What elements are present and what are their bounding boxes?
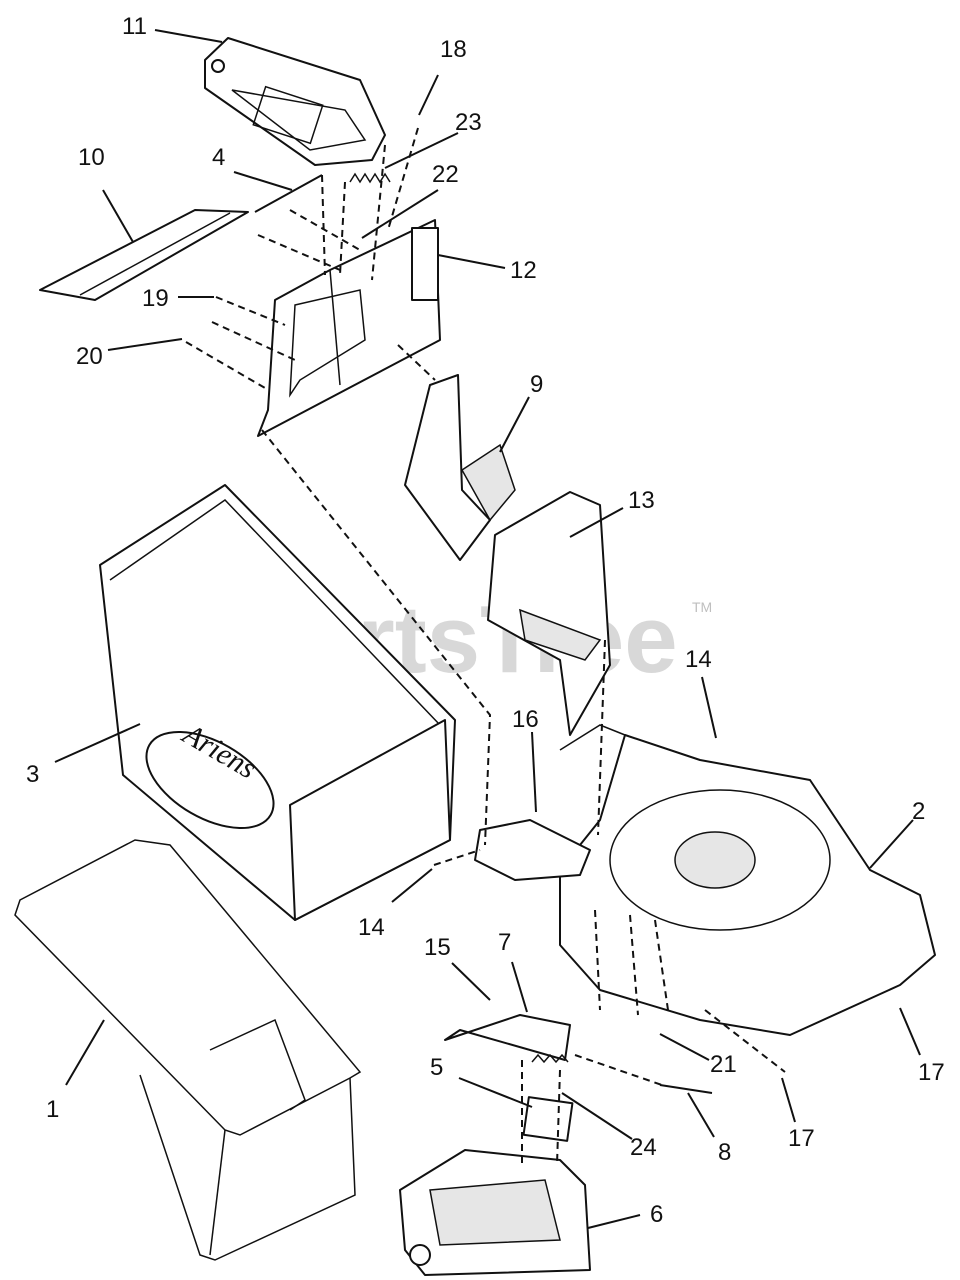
callout-12: 12 — [510, 257, 537, 284]
part-23-spring — [349, 172, 391, 184]
callout-17-lower: 17 — [788, 1125, 815, 1152]
leader-lines — [54, 29, 921, 1229]
callout-10: 10 — [78, 144, 105, 171]
assembly-lines — [185, 127, 786, 1166]
callout-3: 3 — [26, 761, 39, 788]
callout-16: 16 — [512, 706, 539, 733]
callout-19: 19 — [142, 285, 169, 312]
callout-18: 18 — [440, 36, 467, 63]
callout-5: 5 — [430, 1054, 443, 1081]
part-11-flap — [204, 37, 386, 166]
callout-22: 22 — [432, 161, 459, 188]
part-6-door — [399, 1149, 591, 1276]
part-1-frame — [14, 839, 362, 1261]
part-3-bag: Ariens — [99, 484, 456, 921]
callout-2: 2 — [912, 798, 925, 825]
watermark-trademark: TM — [692, 599, 712, 615]
callout-24: 24 — [630, 1134, 657, 1161]
part-12-frame — [257, 219, 441, 437]
part-10-plate — [39, 209, 249, 301]
part-24-spring — [531, 1053, 569, 1064]
callout-17-right: 17 — [918, 1059, 945, 1086]
callout-13: 13 — [628, 487, 655, 514]
part-8-rod — [659, 1084, 713, 1094]
callout-15: 15 — [424, 934, 451, 961]
callout-labels: 11 18 10 4 23 22 12 19 20 9 13 3 14 16 2… — [26, 13, 945, 1228]
callout-14-lower: 14 — [358, 914, 385, 941]
callout-8: 8 — [718, 1139, 731, 1166]
callout-23: 23 — [455, 109, 482, 136]
part-9-bracket — [404, 374, 516, 561]
callout-1: 1 — [46, 1096, 59, 1123]
callout-21: 21 — [710, 1051, 737, 1078]
callout-6: 6 — [650, 1201, 663, 1228]
callout-7: 7 — [498, 929, 511, 956]
part-5-bracket — [522, 1096, 574, 1142]
callout-20: 20 — [76, 343, 103, 370]
part-13-chute — [487, 491, 611, 736]
callout-11: 11 — [122, 13, 147, 40]
part-4-rod — [254, 174, 323, 213]
callout-4: 4 — [212, 144, 225, 171]
part-2-deck — [474, 724, 936, 1036]
callout-14-upper: 14 — [685, 646, 712, 673]
callout-9: 9 — [530, 371, 543, 398]
part-7-deflector — [444, 1014, 571, 1061]
